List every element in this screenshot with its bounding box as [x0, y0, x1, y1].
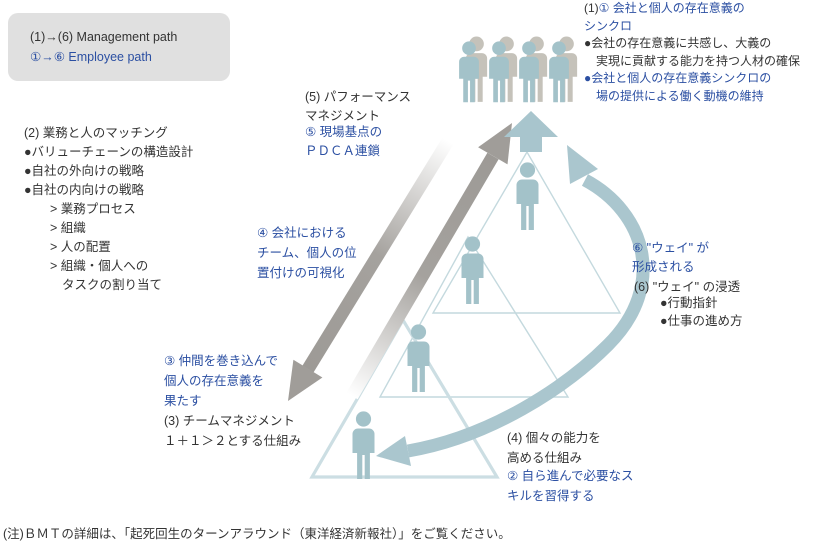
curved-arrowhead-top-icon: [567, 145, 598, 184]
people-group-icon: [459, 36, 578, 103]
team-triangle-top: [431, 150, 622, 314]
legend-management-path: (1)→(6) Management path: [30, 30, 178, 44]
person-icon-level2: [461, 236, 484, 304]
management-arrow-down-icon: [288, 137, 454, 401]
sub-item: > 業務プロセス: [50, 202, 136, 216]
sub-item: タスクの割り当て: [62, 278, 163, 292]
bullet-item: ●自社の外向けの戦略: [24, 164, 145, 178]
person-icon-level4: [352, 411, 375, 479]
sub-item: > 人の配置: [50, 240, 111, 254]
block-team-title: (3) チームマネジメント １＋１＞２とする仕組み: [164, 414, 302, 448]
sub-item: > 組織・個人への: [50, 259, 149, 273]
block-sync-title: (1)① 会社と個人の存在意義の: [584, 1, 745, 15]
block-matching-title: (2) 業務と人のマッチング: [24, 126, 168, 140]
legend-employee-path: ①→⑥ Employee path: [30, 49, 152, 64]
block-way-title: (6) "ウェイ" の浸透: [634, 280, 741, 294]
block-way-employee: ⑥ "ウェイ" が 形成される: [632, 241, 710, 274]
block-sync: (1)① 会社と個人の存在意義の シンクロ ●会社の存在意義に共感し、大義の 実…: [584, 1, 801, 103]
block-ability-title: (4) 個々の能力を 高める仕組み: [507, 431, 601, 465]
sub-item: > 組織: [50, 221, 86, 235]
employee-path-curved-arrow: [376, 145, 650, 466]
block-performance-employee: ⑤ 現場基点の ＰＤＣＡ連鎖: [305, 125, 383, 158]
footnote: (注)ＢＭＴの詳細は、「起死回生のターンアラウンド（東洋経済新報社）」をご覧くだ…: [3, 527, 511, 541]
bullet-item: ●自社の内向けの戦略: [24, 183, 145, 197]
block-sync-prefix: (1): [584, 1, 599, 15]
person-icon-level1: [516, 162, 539, 230]
curved-arrowhead-bottom-icon: [376, 436, 411, 466]
block-performance-title: (5) パフォーマンス マネジメント: [305, 90, 412, 123]
block-way-bullets: ●行動指針 ●仕事の進め方: [660, 294, 743, 330]
block-team-employee: ③ 仲間を巻き込んで 個人の存在意義を 果たす: [164, 354, 279, 408]
bullet-item: ●会社の存在意義に共感し、大義の: [584, 36, 772, 50]
bullet-item: ●会社と個人の存在意義シンクロの: [584, 71, 772, 85]
up-arrow-icon: [504, 111, 558, 152]
legend-box: (1)→(6) Management path ①→⑥ Employee pat…: [8, 13, 230, 81]
block-matching: (2) 業務と人のマッチング ●バリューチェーンの構造設計 ●自社の外向けの戦略…: [24, 124, 193, 295]
bullet-item: ●行動指針: [660, 296, 718, 310]
bullet-item: ●バリューチェーンの構造設計: [24, 145, 194, 159]
bullet-item: ●仕事の進め方: [660, 314, 743, 328]
team-triangle-middle: [378, 235, 570, 398]
block-visualization: ④ 会社における チーム、個人の位 置付けの可視化: [257, 226, 357, 280]
block-ability-employee: ② 自ら進んで必要なス キルを習得する: [507, 469, 634, 503]
management-arrow-up-icon: [346, 123, 512, 400]
